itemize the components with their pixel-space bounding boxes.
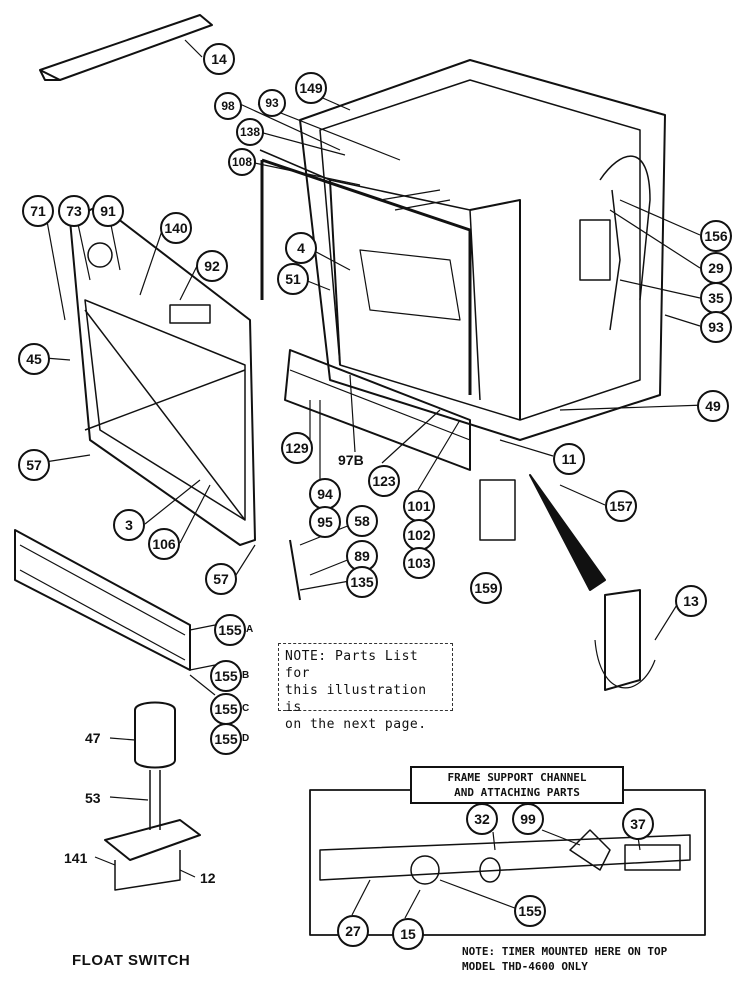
part-callout: 71 [22,195,54,227]
frame-title-line: AND ATTACHING PARTS [454,786,580,799]
part-callout: 106 [148,528,180,560]
wiring-harness-part [599,155,651,331]
part-callout: 51 [277,263,309,295]
part-callout: 95 [309,506,341,538]
part-callout: 14 [203,43,235,75]
tub-cabinet-part [299,59,666,441]
toe-kick-part [284,349,471,471]
frame-channel-part [319,834,691,881]
part-callout: 123 [368,465,400,497]
part-callout: 11 [553,443,585,475]
part-callout: 35 [700,282,732,314]
note-line: this illustration is [285,683,427,715]
frame-section-title: FRAME SUPPORT CHANNEL AND ATTACHING PART… [410,766,624,804]
float-switch-caption: FLOAT SWITCH [72,952,191,969]
frame-title-line: FRAME SUPPORT CHANNEL [447,771,587,784]
part-callout: 101 [403,490,435,522]
part-callout: 57 [18,449,50,481]
inlet-valve-part [479,479,516,541]
door-gasket-part [261,158,472,395]
part-callout: 57 [205,563,237,595]
part-callout: 155 [214,614,246,646]
part-callout: 156 [700,220,732,252]
side-bracket-part [604,589,641,691]
part-suffix: A [246,624,254,635]
part-callout: 155 [210,660,242,692]
part-label: 141 [64,850,88,866]
part-label: 12 [200,870,216,886]
part-callout: 91 [92,195,124,227]
part-callout: 93 [700,311,732,343]
float-part [134,701,176,769]
part-label: 53 [85,790,101,806]
timer-note: NOTE: TIMER MOUNTED HERE ON TOP MODEL TH… [462,944,667,974]
part-label: 47 [85,730,101,746]
part-callout: 37 [622,808,654,840]
part-callout: 92 [196,250,228,282]
part-suffix: B [242,670,250,681]
part-callout: 45 [18,343,50,375]
part-callout: 3 [113,509,145,541]
callout-arrow [529,474,606,591]
note-line: NOTE: Parts List for [285,649,419,681]
part-callout: 15 [392,918,424,950]
part-callout: 29 [700,252,732,284]
part-callout: 159 [470,572,502,604]
part-callout: 27 [337,915,369,947]
note-line: on the next page. [285,717,427,732]
part-callout: 129 [281,432,313,464]
part-label: 97B [338,452,364,468]
part-suffix: C [242,703,250,714]
part-callout: 13 [675,585,707,617]
part-callout: 93 [258,89,286,117]
part-callout: 73 [58,195,90,227]
float-switch-bracket-part [104,819,201,861]
float-stem-part [149,770,161,830]
part-callout: 58 [346,505,378,537]
part-callout: 155 [210,723,242,755]
part-callout: 149 [295,72,327,104]
part-callout: 155 [210,693,242,725]
hinge-spring-part [289,539,301,601]
parts-list-note: NOTE: Parts List for this illustration i… [278,643,453,732]
timer-note-line: NOTE: TIMER MOUNTED HERE ON TOP [462,945,668,958]
part-callout: 140 [160,212,192,244]
part-callout: 108 [228,148,256,176]
part-suffix: D [242,733,250,744]
part-callout: 103 [403,547,435,579]
part-callout: 155 [514,895,546,927]
timer-note-line: MODEL THD-4600 ONLY [462,960,588,973]
part-callout: 49 [697,390,729,422]
part-callout: 157 [605,490,637,522]
door-panel-part [69,204,256,546]
part-callout: 138 [236,118,264,146]
part-callout: 99 [512,803,544,835]
part-callout: 32 [466,803,498,835]
top-bracket-part [39,14,213,81]
part-callout: 98 [214,92,242,120]
part-callout: 4 [285,232,317,264]
part-callout: 135 [346,566,378,598]
